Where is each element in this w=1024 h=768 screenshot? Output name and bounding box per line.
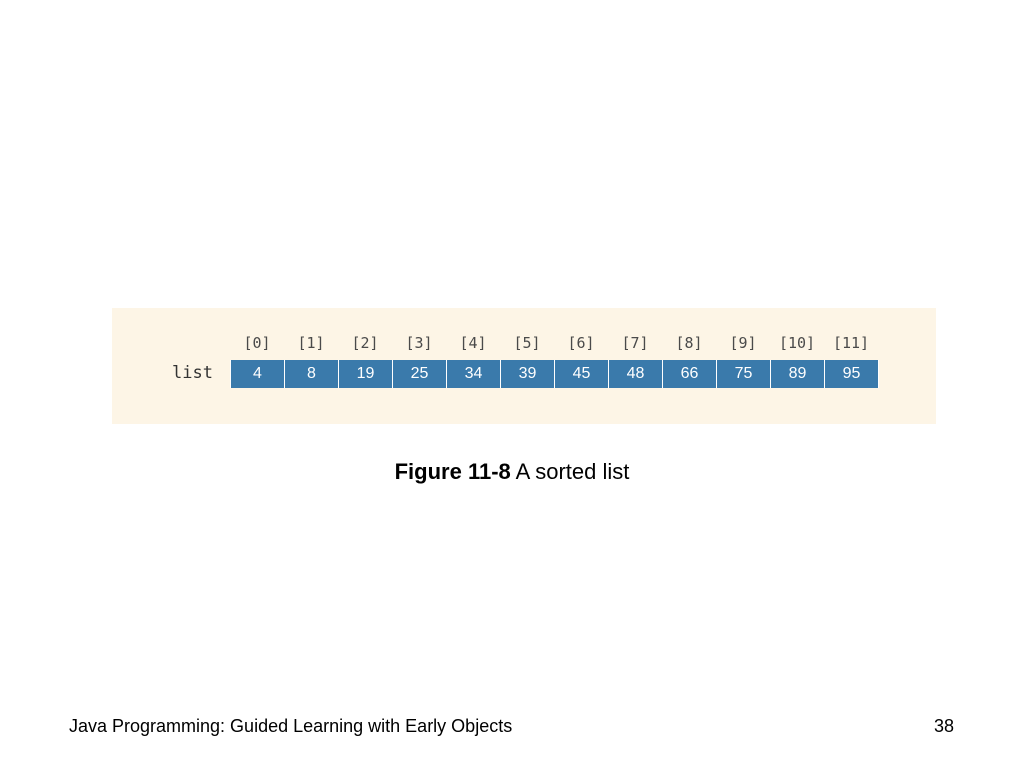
array-cells: 4 8 19 25 34 39 45 48 66 75 89 95 (230, 360, 879, 388)
array-cell: 45 (555, 360, 609, 388)
sorted-list-figure: [0] [1] [2] [3] [4] [5] [6] [7] [8] [9] … (112, 308, 936, 424)
array-cell: 39 (501, 360, 555, 388)
list-variable-name: list (172, 363, 213, 383)
index-label: [11] (832, 334, 870, 352)
array-cell: 8 (285, 360, 339, 388)
index-label: [10] (778, 334, 816, 352)
figure-number: Figure 11-8 (394, 459, 511, 484)
page-number: 38 (933, 716, 954, 736)
index-label: [4] (459, 334, 487, 352)
figure-caption: Figure 11-8 A sorted list (0, 459, 1024, 485)
array-cell: 25 (393, 360, 447, 388)
array-cell: 34 (447, 360, 501, 388)
index-label: [7] (621, 334, 649, 352)
index-label: [8] (675, 334, 703, 352)
index-label: [9] (729, 334, 757, 352)
index-label: [0] (243, 334, 271, 352)
array-cell: 66 (663, 360, 717, 388)
array-cell: 89 (771, 360, 825, 388)
figure-caption-text: A sorted list (515, 459, 630, 484)
array-cell: 48 (609, 360, 663, 388)
index-label: [2] (351, 334, 379, 352)
array-cell: 95 (825, 360, 879, 388)
array-cell: 19 (339, 360, 393, 388)
index-label: [5] (513, 334, 541, 352)
index-label: [3] (405, 334, 433, 352)
array-indices: [0] [1] [2] [3] [4] [5] [6] [7] [8] [9] … (230, 334, 878, 352)
index-label: [6] (567, 334, 595, 352)
array-cell: 4 (231, 360, 285, 388)
footer-title: Java Programming: Guided Learning with E… (69, 716, 513, 736)
index-label: [1] (297, 334, 325, 352)
array-cell: 75 (717, 360, 771, 388)
